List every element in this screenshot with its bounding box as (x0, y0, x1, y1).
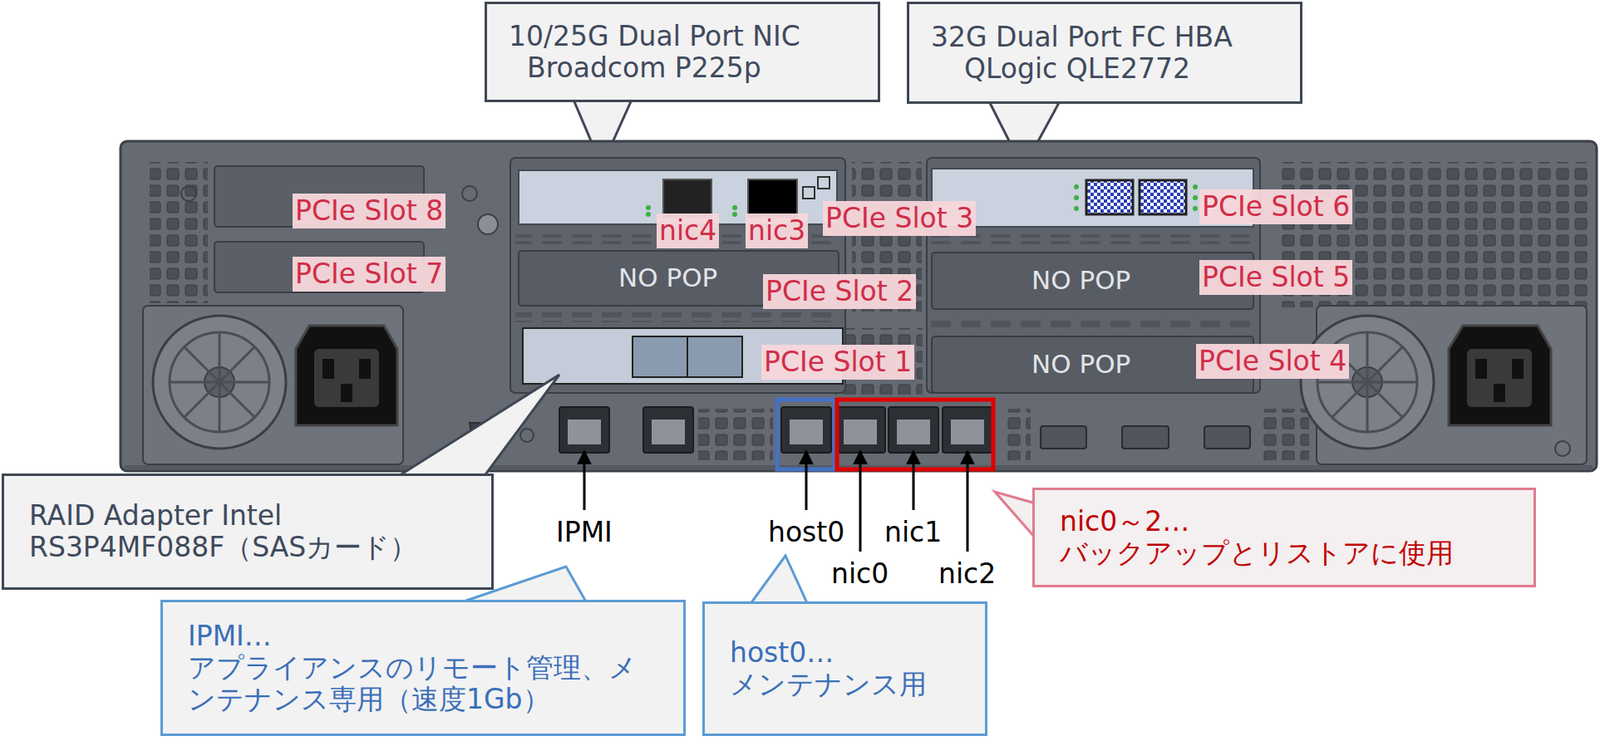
callout-heading: 10/25G Dual Port NIC (508, 20, 857, 53)
callout-heading: host0… (729, 637, 960, 670)
nopop-label: NO POP (1028, 348, 1133, 381)
callout-tail (749, 556, 808, 606)
slot-label: PCIe Slot 4 (1196, 344, 1349, 380)
callout-body: アプライアンスのリモート管理、メンテナンス専用（速度1Gb） (187, 652, 659, 716)
power-supply (142, 305, 404, 465)
callout-heading: RAID Adapter Intel (29, 500, 467, 532)
nopop-label: NO POP (1028, 264, 1133, 297)
port-label: IPMI (553, 515, 616, 551)
nopop-label: NO POP (615, 261, 720, 295)
callout-box: IPMI…アプライアンスのリモート管理、メンテナンス専用（速度1Gb） (160, 600, 686, 737)
port-label: nic0 (828, 556, 892, 592)
callout-body: RS3P4MF088F（SASカード） (29, 531, 467, 564)
port-label: host0 (765, 515, 847, 551)
slot-label: PCIe Slot 6 (1199, 189, 1353, 225)
slot-label: PCIe Slot 1 (761, 344, 915, 380)
callout-body: QLogic QLE2772 (930, 53, 1279, 85)
port-label: nic1 (881, 515, 945, 551)
callout-body: メンテナンス用 (729, 669, 960, 701)
slot-label: PCIe Slot 7 (292, 256, 446, 292)
callout-tail (994, 492, 1036, 539)
slot-label: nic3 (745, 213, 808, 249)
callout-tail (397, 374, 560, 478)
callout-box: RAID Adapter IntelRS3P4MF088F（SASカード） (1, 473, 494, 591)
callout-heading: 32G Dual Port FC HBA (930, 21, 1279, 54)
power-supply (1300, 305, 1587, 465)
slot-label: PCIe Slot 2 (763, 274, 916, 310)
chassis (120, 141, 1597, 472)
callout-body: Broadcom P225p (508, 52, 857, 84)
callout-box: 10/25G Dual Port NICBroadcom P225p (484, 1, 881, 103)
callout-box: host0…メンテナンス用 (702, 601, 988, 737)
port-arrows (584, 451, 968, 552)
callout-box: 32G Dual Port FC HBAQLogic QLE2772 (906, 1, 1303, 104)
callout-heading: nic0～2… (1059, 506, 1509, 538)
slot-label: PCIe Slot 8 (292, 193, 446, 229)
slot-label: nic4 (656, 213, 719, 249)
callout-heading: IPMI… (187, 620, 659, 653)
slot-label: PCIe Slot 3 (822, 201, 976, 237)
callout-body: バックアップとリストアに使用 (1059, 537, 1509, 570)
callout-box: nic0～2…バックアップとリストアに使用 (1032, 487, 1536, 588)
port-label: nic2 (935, 556, 999, 592)
slot-label: PCIe Slot 5 (1199, 260, 1353, 296)
